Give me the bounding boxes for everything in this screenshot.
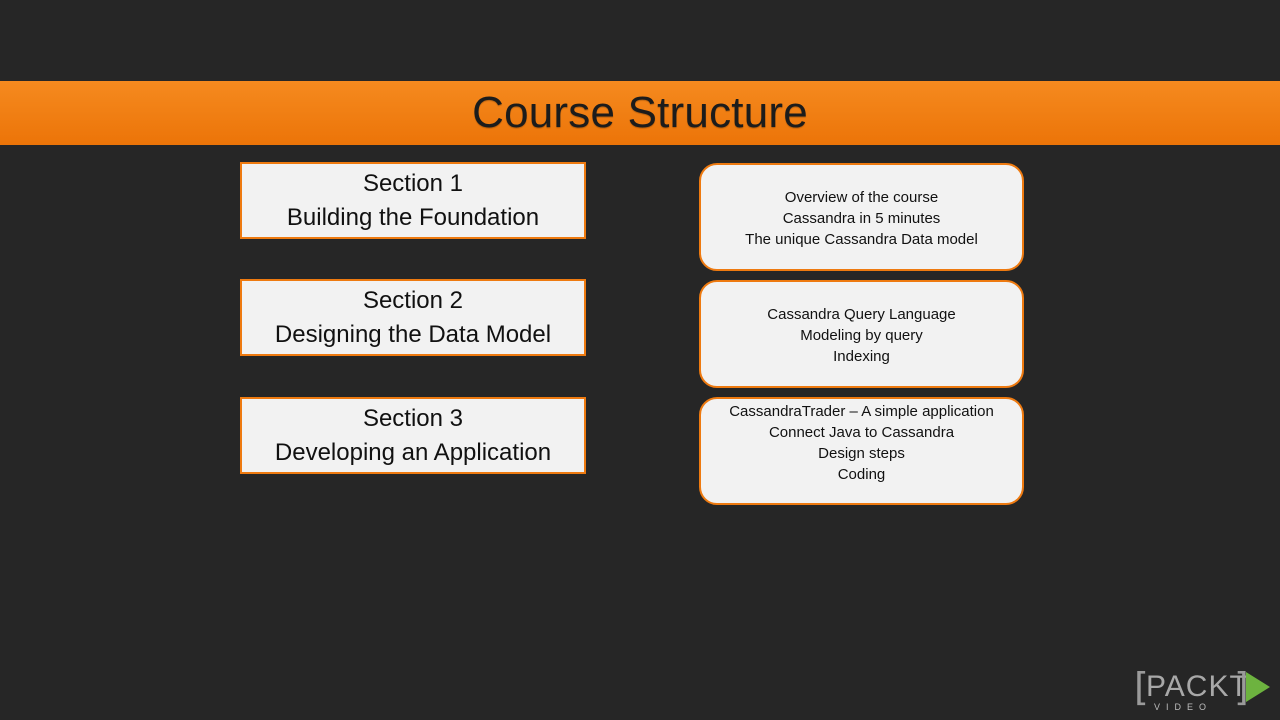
topic-item: Cassandra Query Language <box>767 306 956 323</box>
topic-item: Indexing <box>833 348 890 365</box>
title-band: Course Structure <box>0 81 1280 145</box>
logo-word: PACKT <box>1146 670 1249 703</box>
topic-item: Design steps <box>818 445 905 462</box>
section-name: Developing an Application <box>274 438 552 466</box>
section-number: Section 1 <box>362 169 464 197</box>
topic-item: Overview of the course <box>784 189 939 206</box>
section-number: Section 3 <box>362 404 464 432</box>
topic-item: CassandraTrader – A simple application <box>729 403 994 420</box>
section-box-1: Section 1 Building the Foundation <box>240 162 586 239</box>
topic-item: Coding <box>837 466 886 483</box>
topic-item: Modeling by query <box>800 327 923 344</box>
section-box-3: Section 3 Developing an Application <box>240 397 586 474</box>
section-box-2: Section 2 Designing the Data Model <box>240 279 586 356</box>
logo-subtitle: VIDEO <box>1154 702 1213 712</box>
topic-box-3: CassandraTrader – A simple application C… <box>699 397 1024 505</box>
topic-item: The unique Cassandra Data model <box>745 231 978 248</box>
topic-box-1: Overview of the course Cassandra in 5 mi… <box>699 163 1024 271</box>
slide-title: Course Structure <box>472 88 808 137</box>
section-name: Building the Foundation <box>286 203 540 231</box>
topic-box-2: Cassandra Query Language Modeling by que… <box>699 280 1024 388</box>
play-triangle-icon <box>1246 672 1270 702</box>
topic-item: Connect Java to Cassandra <box>768 424 955 441</box>
packt-video-logo: [ PACKT ] VIDEO <box>1134 666 1274 714</box>
section-name: Designing the Data Model <box>274 320 552 348</box>
topic-item: Cassandra in 5 minutes <box>782 210 941 227</box>
logo-close-bracket: ] <box>1234 665 1249 709</box>
section-number: Section 2 <box>362 286 464 314</box>
logo-open-bracket: [ <box>1134 665 1149 709</box>
